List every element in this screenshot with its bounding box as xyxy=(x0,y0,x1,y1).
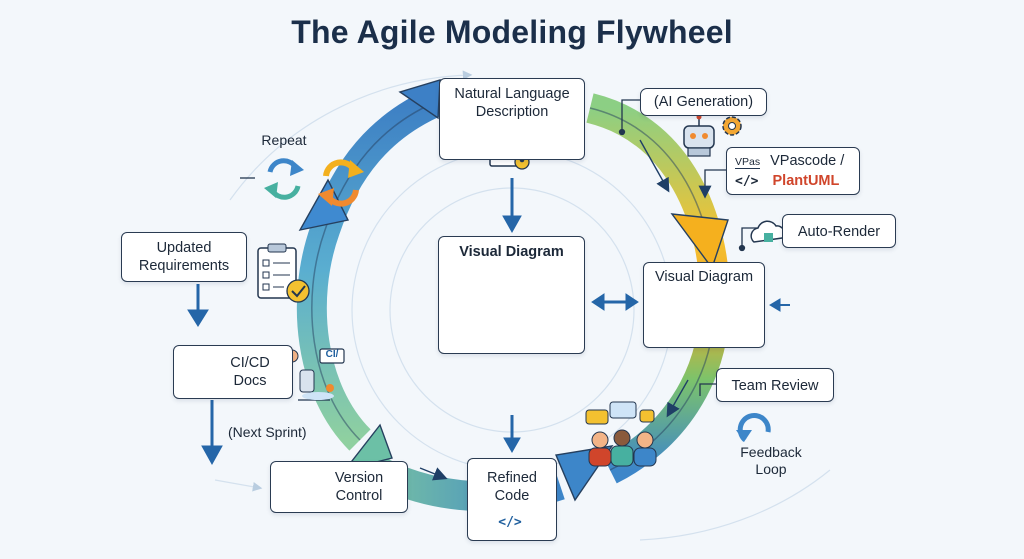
team-icon xyxy=(585,401,657,467)
repeat-label: Repeat xyxy=(261,132,307,148)
plantuml-label: PlantUML xyxy=(772,173,840,189)
connectors xyxy=(187,178,790,466)
refined-code-line2: Code xyxy=(494,488,530,504)
ci-badge: CI/ xyxy=(325,349,339,360)
natural-language-box: Natural Language Description xyxy=(439,78,585,160)
page-title: The Agile Modeling Flywheel xyxy=(291,14,733,50)
gear-icon xyxy=(722,116,742,136)
code-glyph: </> xyxy=(498,515,522,530)
vpas-badge: VPas xyxy=(735,156,761,169)
natural-language-line1: Natural Language xyxy=(454,86,570,102)
cloud-icon xyxy=(750,220,785,243)
updated-requirements-line2: Requirements xyxy=(138,258,230,274)
refined-code-box: Refined Code xyxy=(467,458,557,541)
feedback-loop-label: Feedback Loop xyxy=(728,444,814,478)
ai-generation-box: (AI Generation) xyxy=(640,88,767,116)
auto-render-label: Auto-Render xyxy=(797,224,881,240)
vpascode-box: VPas VPascode / </> PlantUML xyxy=(726,147,860,195)
vpascode-code-glyph: </> xyxy=(735,174,759,189)
auto-render-box: Auto-Render xyxy=(782,214,896,248)
visual-diagram-right-box: Visual Diagram xyxy=(643,262,765,348)
cicd-docs-box: CI/CD Docs xyxy=(173,345,293,399)
next-sprint-label: (Next Sprint) xyxy=(228,424,307,440)
checklist-icon xyxy=(257,243,297,299)
robot-icon xyxy=(683,114,715,157)
version-control-line1: Version xyxy=(334,470,384,486)
team-review-box: Team Review xyxy=(716,368,834,402)
callout-lines xyxy=(240,99,758,401)
updated-requirements-box: Updated Requirements xyxy=(121,232,247,282)
visual-diagram-center-label: Visual Diagram xyxy=(459,244,564,260)
refresh-icon xyxy=(264,158,304,200)
version-control-box: Version Control xyxy=(270,461,408,513)
visual-diagram-center-box: Visual Diagram xyxy=(438,236,585,354)
version-control-line2: Control xyxy=(335,488,383,504)
feedback-loop-line2: Loop xyxy=(755,461,787,477)
cicd-docs-line1: CI/CD xyxy=(230,355,270,371)
checkmark-icon xyxy=(286,279,310,303)
loop-arrow-icon xyxy=(736,412,771,442)
feedback-loop-line1: Feedback xyxy=(740,444,802,460)
refresh-icon xyxy=(318,159,364,207)
cicd-docs-line2: Docs xyxy=(233,373,267,389)
team-review-label: Team Review xyxy=(731,378,819,394)
natural-language-line2: Description xyxy=(475,104,549,120)
visual-diagram-right-label: Visual Diagram xyxy=(654,269,754,285)
ai-generation-label: (AI Generation) xyxy=(653,94,754,110)
updated-requirements-line1: Updated xyxy=(156,240,212,256)
refined-code-line1: Refined xyxy=(487,470,537,486)
vpascode-label: VPascode / xyxy=(770,153,845,169)
